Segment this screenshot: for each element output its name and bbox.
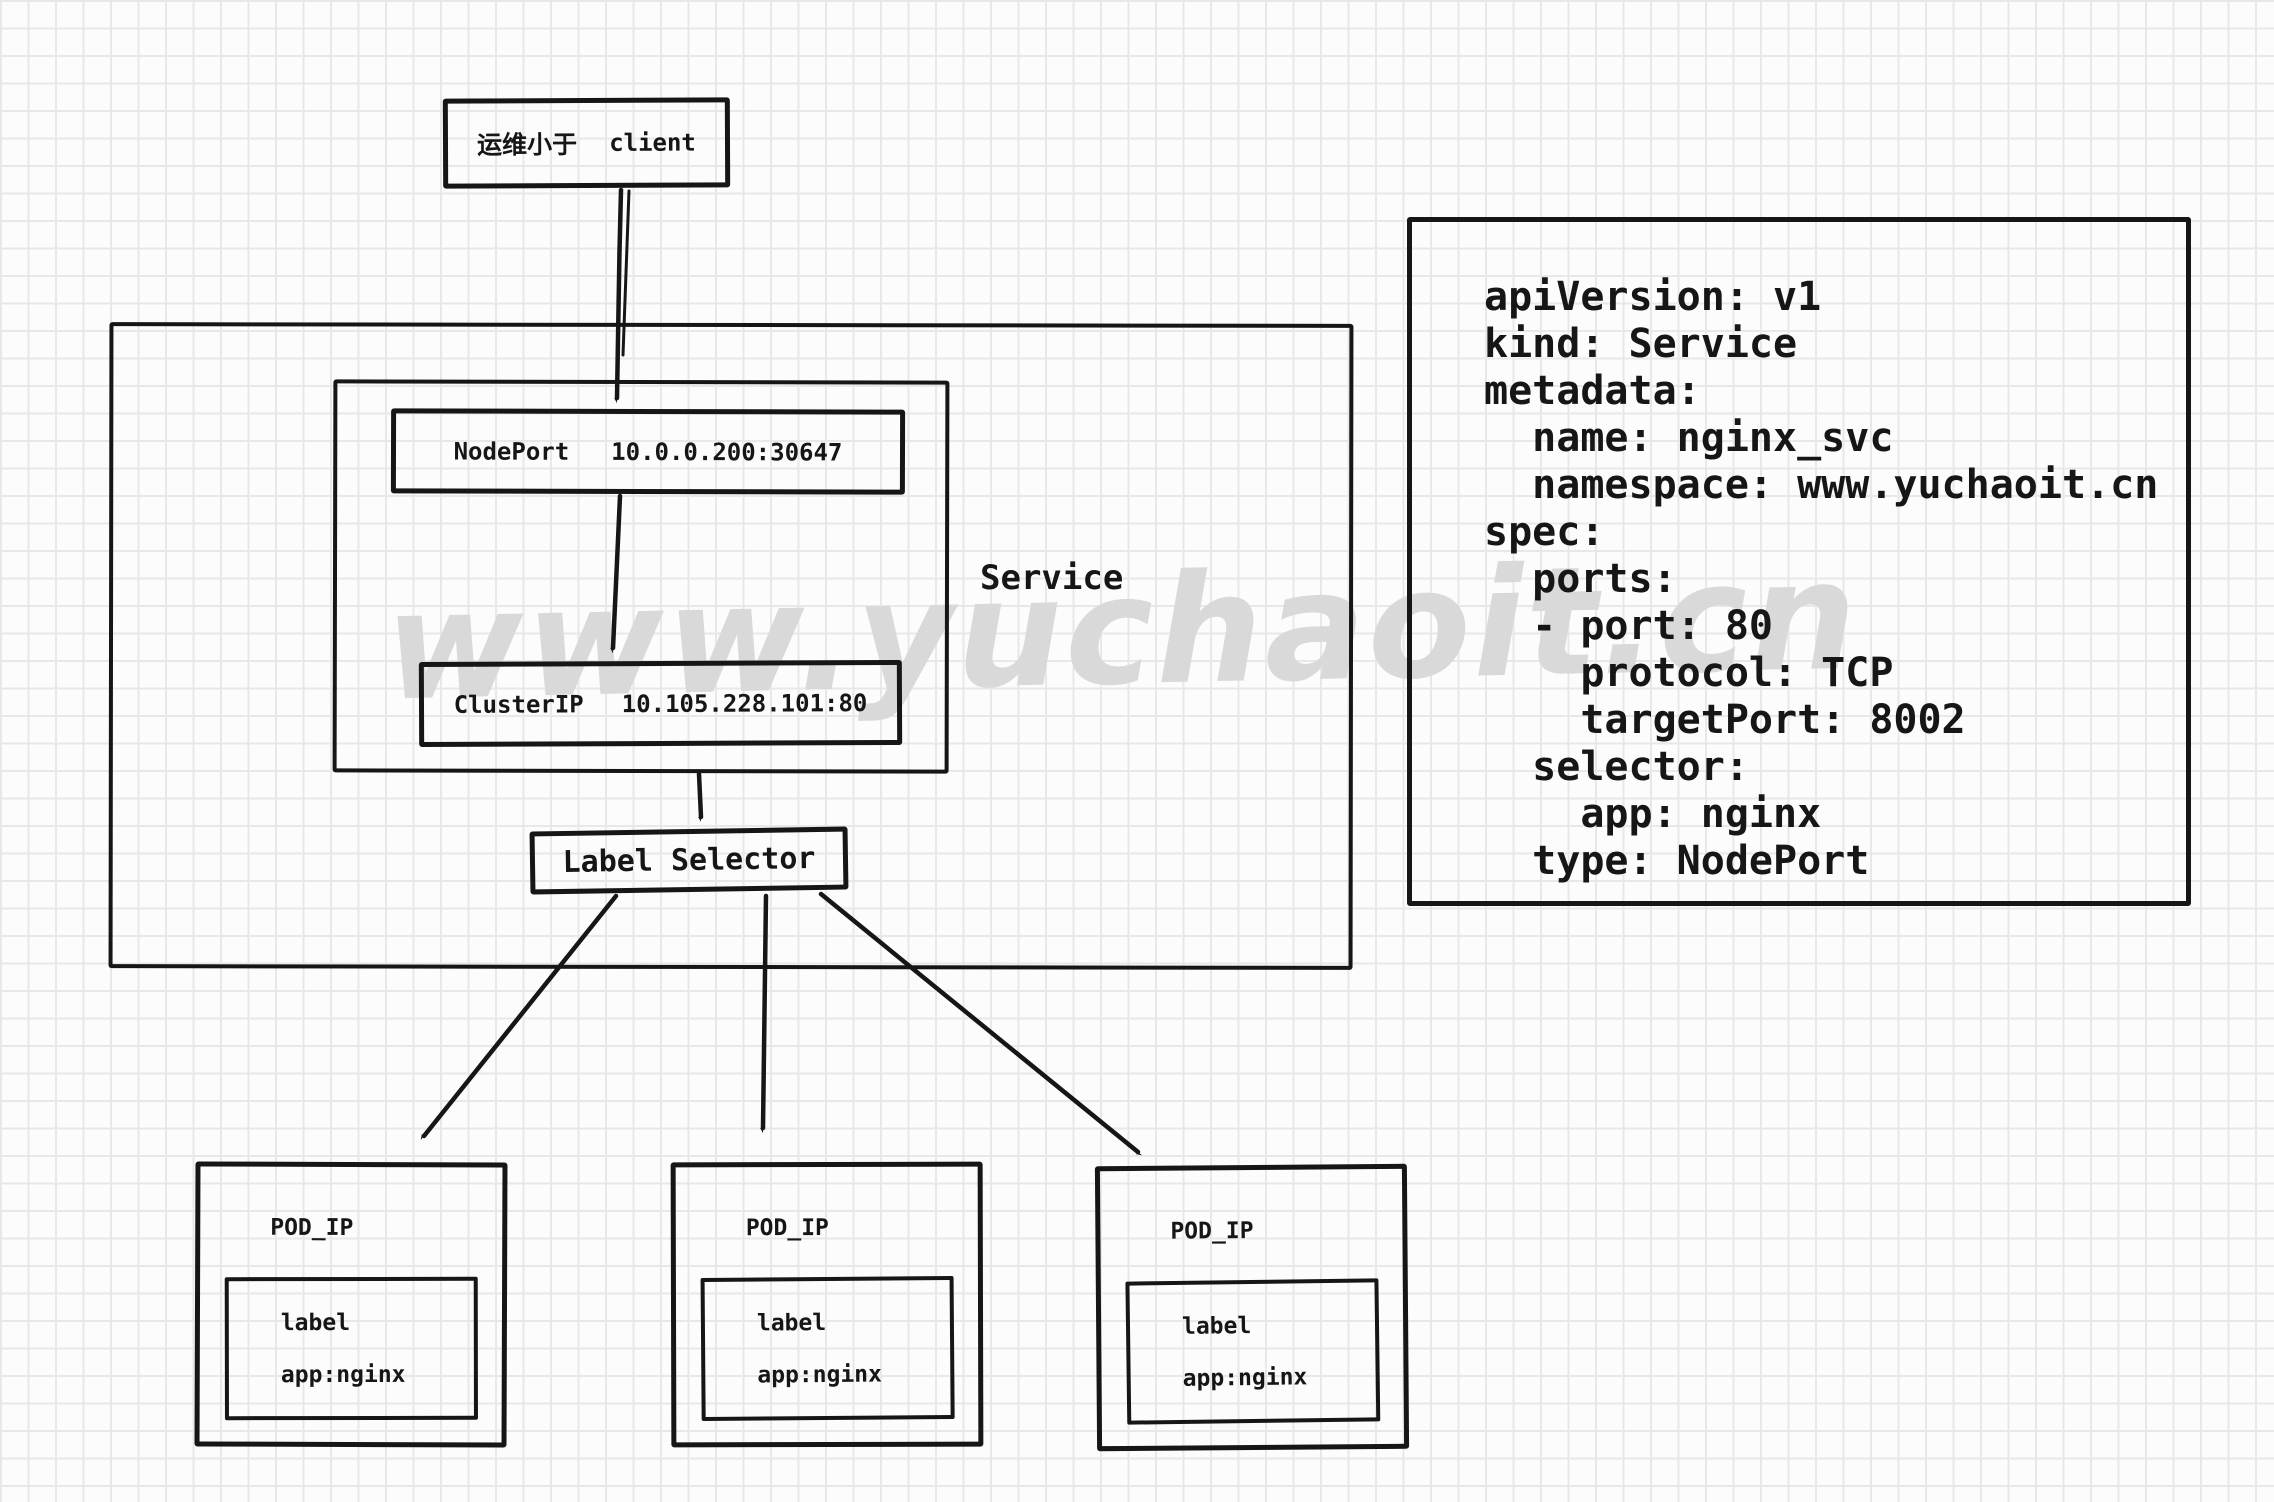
label-selector-text: Label Selector	[562, 841, 816, 880]
yaml-line: selector:	[1484, 744, 1749, 790]
clusterip-box: ClusterIP 10.105.228.101:80	[418, 659, 903, 748]
client-cjk-label: 运维小于	[477, 130, 578, 160]
yaml-line: targetPort: 8002	[1484, 697, 1966, 743]
client-label: client	[609, 128, 696, 157]
label-selector-box: Label Selector	[529, 826, 849, 895]
pod-box-3: POD_IP label app:nginx	[1094, 1163, 1410, 1452]
yaml-line: ports:	[1484, 556, 1677, 602]
yaml-line: apiVersion: v1	[1484, 274, 1822, 320]
clusterip-address: 10.105.228.101:80	[621, 688, 868, 718]
yaml-line: name: nginx_svc	[1484, 415, 1894, 461]
yaml-manifest-box: apiVersion: v1 kind: Service metadata: n…	[1407, 217, 2191, 906]
nodeport-box: NodePort 10.0.0.200:30647	[390, 408, 906, 495]
yaml-line: - port: 80	[1484, 603, 1773, 649]
pod-label-value: app:nginx	[280, 1361, 406, 1388]
pod-label-box: label app:nginx	[224, 1276, 478, 1421]
pod-title: POD_IP	[270, 1214, 354, 1242]
pod-box-1: POD_IP label app:nginx	[194, 1161, 508, 1448]
pod-label-box: label app:nginx	[700, 1276, 955, 1421]
clusterip-name: ClusterIP	[453, 689, 584, 719]
pod-label-value: app:nginx	[1182, 1363, 1308, 1392]
nodeport-name: NodePort	[453, 436, 570, 466]
yaml-line: protocol: TCP	[1484, 650, 1894, 696]
pod-label-title: label	[280, 1309, 351, 1336]
yaml-line: namespace: www.yuchaoit.cn	[1484, 462, 2159, 508]
pod-title: POD_IP	[1170, 1217, 1254, 1245]
pod-label-title: label	[1181, 1312, 1252, 1340]
pod-label-value: app:nginx	[757, 1361, 883, 1389]
pod-label-title: label	[756, 1309, 827, 1337]
yaml-line: kind: Service	[1484, 321, 1798, 367]
pod-title: POD_IP	[745, 1214, 829, 1242]
service-label: Service	[980, 558, 1124, 598]
pod-label-box: label app:nginx	[1125, 1278, 1381, 1425]
nodeport-address: 10.0.0.200:30647	[611, 437, 843, 467]
client-box: 运维小于 client	[442, 97, 731, 189]
yaml-line: metadata:	[1484, 368, 1701, 414]
pod-box-2: POD_IP label app:nginx	[670, 1161, 984, 1448]
yaml-line: spec:	[1484, 509, 1605, 555]
yaml-line: app: nginx	[1484, 791, 1822, 837]
yaml-line: type: NodePort	[1484, 838, 1870, 884]
